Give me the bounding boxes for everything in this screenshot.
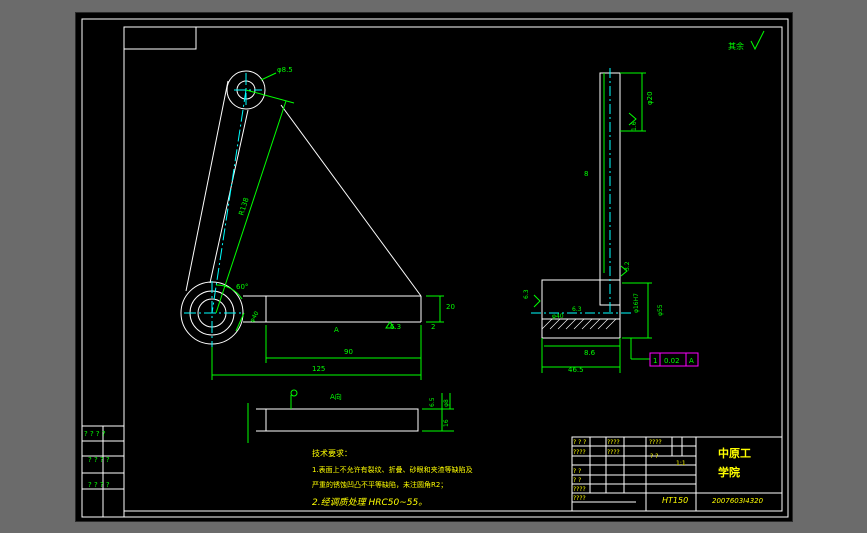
dim-20: 20 xyxy=(446,303,455,311)
bottom-dim-phi8: φ8 xyxy=(443,399,450,407)
arm-left-edge xyxy=(185,80,229,292)
title-mark-7: ? ? xyxy=(573,477,581,484)
bottom-hole-dim: φ40 xyxy=(249,310,261,324)
dim-90: 90 xyxy=(344,348,353,356)
inner-border xyxy=(123,26,783,512)
school-name-2: 学院 xyxy=(718,465,740,479)
corner-stamp-box xyxy=(123,26,197,50)
tech-notes-line-1: 1.表面上不允许有裂纹、折叠、砂眼和夹渣等缺陷及 xyxy=(312,465,473,474)
scale: 1:1 xyxy=(676,460,686,467)
bottom-dim-6-5: 6.5 xyxy=(429,397,436,407)
tech-notes-line-3: 2.经调质处理 HRC50~55。 xyxy=(312,497,427,508)
angle-dim: 60° xyxy=(236,283,248,291)
bottom-dims xyxy=(247,389,454,443)
outer-border xyxy=(81,18,789,518)
side-dim-6-3-left: 6.3 xyxy=(523,289,530,299)
side-hole-dim: φ40 xyxy=(552,313,564,320)
tolerance-frame xyxy=(649,352,699,367)
web-edge xyxy=(280,104,422,297)
revision-cell-1: ? ? ? ? xyxy=(84,430,106,438)
side-centerlines xyxy=(531,68,631,314)
bottom-bar xyxy=(265,408,419,432)
title-mark-5: ???? xyxy=(573,495,586,502)
side-dimensions xyxy=(533,72,652,373)
roughness-front: 6.3 xyxy=(390,323,401,331)
drawing-sheet: ? ? ? ? ? ? ? ? ? ? ? ? 其余 xyxy=(75,12,793,522)
tolerance-datum: A xyxy=(689,357,694,365)
side-dim-8: 8 xyxy=(584,170,588,178)
side-hub xyxy=(541,279,621,339)
bottom-a-label: A向 xyxy=(330,392,342,401)
title-mark-1: ? ? ? xyxy=(573,439,586,446)
revision-strip xyxy=(81,425,125,518)
material: HT150 xyxy=(662,496,688,505)
revision-cell-3: ? ? ? ? xyxy=(88,481,110,489)
front-dimensions xyxy=(211,72,444,380)
front-centerlines xyxy=(184,73,262,347)
roughness-symbol-icon xyxy=(750,30,765,51)
title-mark-6: ? ? xyxy=(573,468,581,475)
title-block-frame xyxy=(571,436,783,512)
side-dim-6-3-right: 6.3 xyxy=(572,306,582,313)
roughness-note: 其余 xyxy=(728,41,744,51)
top-boss-outer xyxy=(226,70,266,110)
side-dim-phi55: φ55 xyxy=(657,304,664,316)
dim-2: 2 xyxy=(431,323,435,331)
title-mark-2: ???? xyxy=(607,439,620,446)
side-dim-1-6: 1.6 xyxy=(631,121,638,131)
title-block xyxy=(571,436,783,512)
tolerance-value: 0.02 xyxy=(664,357,680,365)
side-view xyxy=(541,72,621,339)
side-dim-8-6: 8.6 xyxy=(584,349,596,357)
drawing-canvas: ? ? ? ? ? ? ? ? ? ? ? ? 其余 xyxy=(81,18,789,518)
drawing-number: 2007603I4320 xyxy=(712,497,764,505)
school-name-1: 中原工 xyxy=(718,446,751,460)
sheet-frame xyxy=(81,18,789,518)
side-dim-3-2: 3.2 xyxy=(624,261,631,271)
title-mark-0: ???? xyxy=(649,439,662,446)
title-mark-4: ???? xyxy=(607,449,620,456)
side-hatch xyxy=(541,318,617,330)
tech-notes-line-2: 严重的锈蚀凹凸不平等缺陷，未注圆角R2； xyxy=(312,480,447,489)
side-dim-small: φ16H7 xyxy=(633,293,640,313)
title-mark-3: ???? xyxy=(573,449,586,456)
top-hole-dim: φ8.5 xyxy=(277,66,293,74)
section-mark-a: A xyxy=(334,326,339,334)
bottom-view xyxy=(256,408,419,432)
title-mark-8: ? ? xyxy=(650,453,658,460)
front-view xyxy=(180,70,422,345)
dim-125: 125 xyxy=(312,365,325,373)
side-dim-46-5: 46.5 xyxy=(568,366,584,374)
side-dim-phi20: φ20 xyxy=(646,91,654,105)
revision-cell-2: ? ? ? ? xyxy=(88,456,110,464)
arm-right-edge xyxy=(209,109,249,284)
bottom-dim-16: 16 xyxy=(443,419,450,427)
title-mark-9: ???? xyxy=(573,486,586,493)
tech-notes-title: 技术要求： xyxy=(312,448,352,458)
tolerance-symbol: 1 xyxy=(653,357,657,365)
